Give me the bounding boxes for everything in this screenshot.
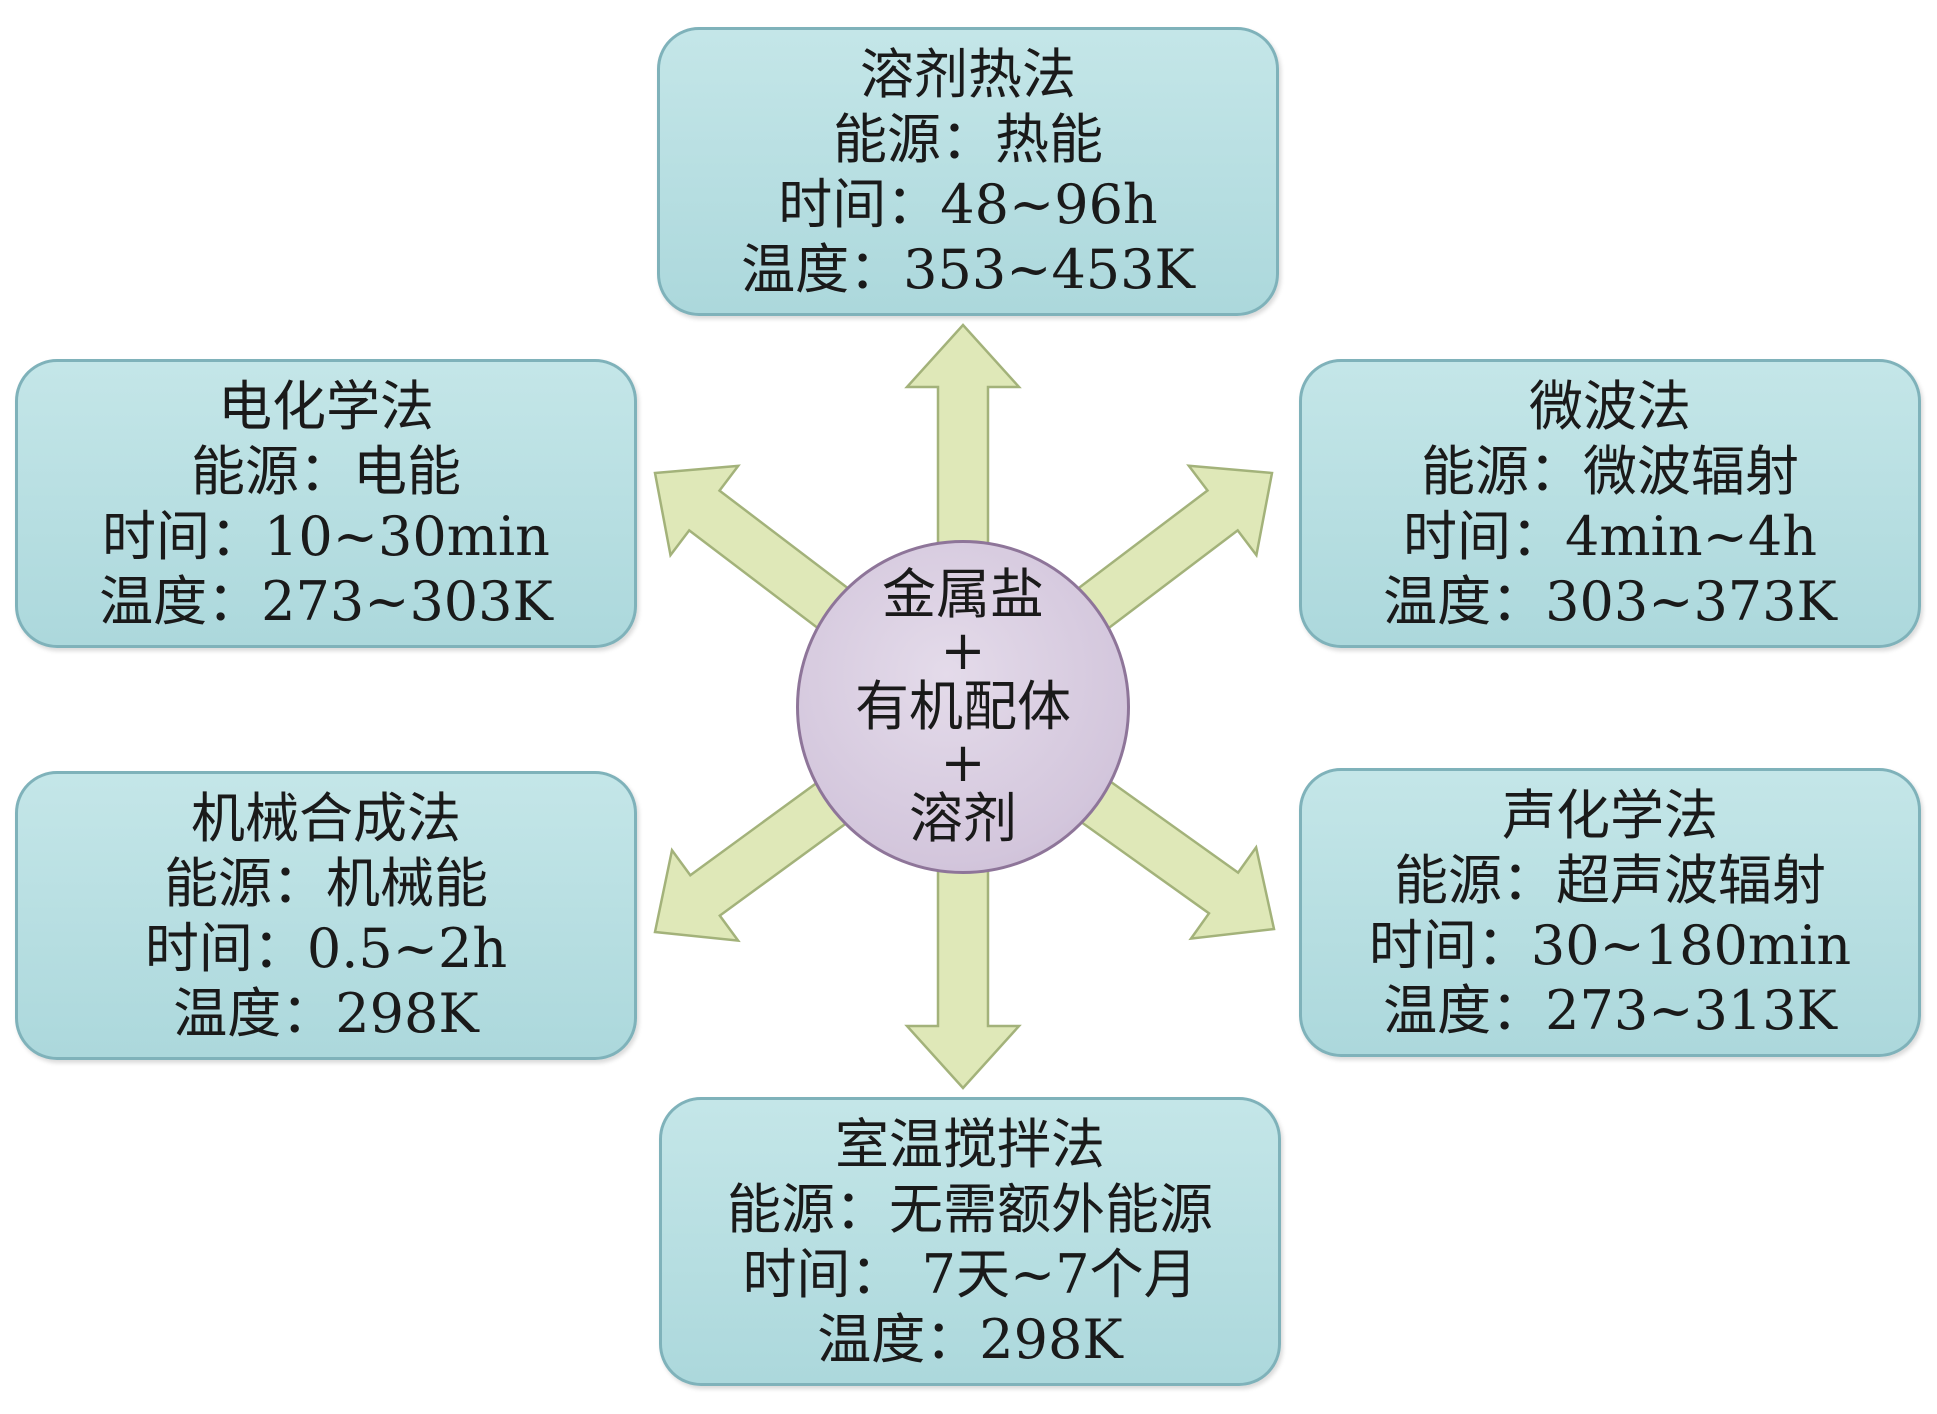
method-energy: 能源：无需额外能源 <box>727 1177 1213 1241</box>
center-line: 溶剂 <box>909 787 1017 850</box>
method-name: 声化学法 <box>1502 783 1718 847</box>
method-temp: 温度：303~373K <box>1383 569 1837 633</box>
method-energy: 能源：微波辐射 <box>1421 439 1799 503</box>
method-name: 室温搅拌法 <box>835 1112 1105 1176</box>
method-temp: 温度：273~303K <box>99 569 553 633</box>
method-temp: 温度：298K <box>173 981 479 1045</box>
center-line: + <box>940 619 986 682</box>
method-name: 机械合成法 <box>191 786 461 850</box>
method-time: 时间：48~96h <box>778 172 1158 236</box>
method-temp: 温度：298K <box>817 1307 1123 1371</box>
method-energy: 能源：热能 <box>833 107 1103 171</box>
method-time: 时间：0.5~2h <box>144 916 508 980</box>
method-box-mechanochemical: 机械合成法 能源：机械能 时间：0.5~2h 温度：298K <box>15 771 637 1060</box>
method-energy: 能源：电能 <box>191 439 461 503</box>
method-box-electrochemical: 电化学法 能源：电能 时间：10~30min 温度：273~303K <box>15 359 637 648</box>
method-energy: 能源：超声波辐射 <box>1394 848 1826 912</box>
method-box-solvothermal: 溶剂热法 能源：热能 时间：48~96h 温度：353~453K <box>657 27 1279 316</box>
method-name: 电化学法 <box>218 374 434 438</box>
method-time: 时间：30~180min <box>1368 913 1852 977</box>
center-line: + <box>940 731 986 794</box>
method-name: 溶剂热法 <box>860 42 1076 106</box>
method-box-room-temperature: 室温搅拌法 能源：无需额外能源 时间： 7天~7个月 温度：298K <box>659 1097 1281 1386</box>
center-line: 有机配体 <box>855 675 1071 738</box>
method-time: 时间：4min~4h <box>1403 504 1817 568</box>
method-box-microwave: 微波法 能源：微波辐射 时间：4min~4h 温度：303~373K <box>1299 359 1921 648</box>
method-energy: 能源：机械能 <box>164 851 488 915</box>
method-temp: 温度：273~313K <box>1383 978 1837 1042</box>
center-reactants-circle: 金属盐 + 有机配体 + 溶剂 <box>796 540 1130 874</box>
method-box-sonochemical: 声化学法 能源：超声波辐射 时间：30~180min 温度：273~313K <box>1299 768 1921 1057</box>
method-temp: 温度：353~453K <box>741 237 1195 301</box>
center-line: 金属盐 <box>882 563 1044 626</box>
method-name: 微波法 <box>1529 374 1691 438</box>
method-time: 时间： 7天~7个月 <box>742 1242 1198 1306</box>
method-time: 时间：10~30min <box>102 504 550 568</box>
